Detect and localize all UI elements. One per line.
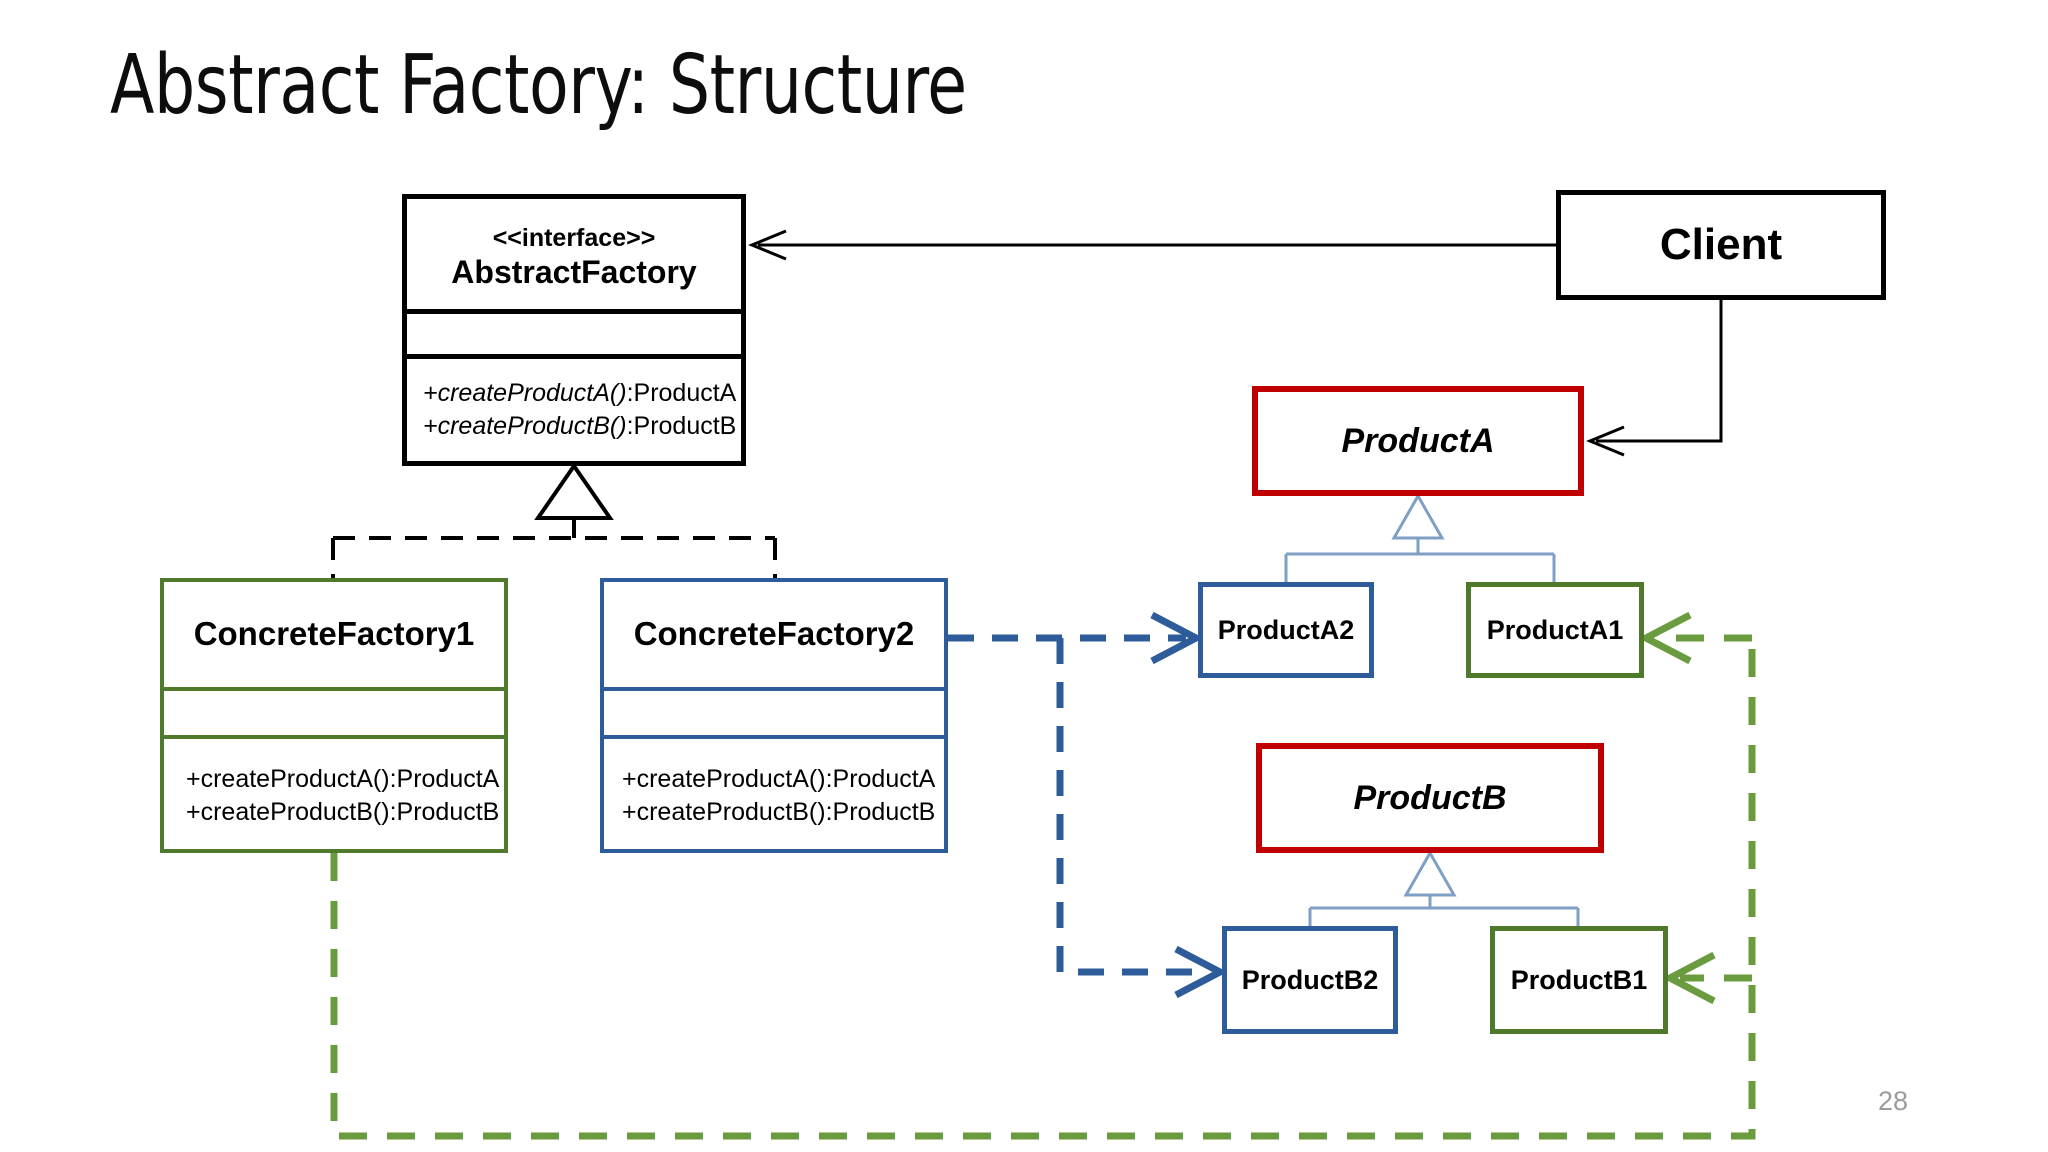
class-box-client[interactable]: Client xyxy=(1556,190,1886,300)
class-box-productb[interactable]: ProductB xyxy=(1256,743,1604,853)
operation-signature: +createProductA() xyxy=(622,765,826,793)
class-box-concretefactory2[interactable]: ConcreteFactory2 +createProductA():Produ… xyxy=(600,578,948,853)
connector-client-to-abstractfactory xyxy=(748,229,1556,261)
operation-signature: +createProductA() xyxy=(186,765,390,793)
operation-return-type: :ProductB xyxy=(389,798,500,826)
page-title: Abstract Factory: Structure xyxy=(110,38,967,133)
operation-signature: +createProductB() xyxy=(423,412,627,440)
operation-signature: +createProductB() xyxy=(186,798,390,826)
class-name-label: ProductB1 xyxy=(1510,964,1648,995)
operation-row: +createProductA():ProductA xyxy=(186,763,499,796)
class-box-productb1[interactable]: ProductB1 xyxy=(1490,926,1668,1034)
connector-cf2-to-producta2 xyxy=(948,611,1204,665)
attributes-compartment-abstractfactory xyxy=(407,309,741,359)
class-box-concretefactory1[interactable]: ConcreteFactory1 +createProductA():Produ… xyxy=(160,578,508,853)
operation-row: +createProductB():ProductB xyxy=(186,796,499,829)
class-box-producta2[interactable]: ProductA2 xyxy=(1198,582,1374,678)
class-name-label: ProductB2 xyxy=(1241,964,1379,995)
operation-row: +createProductB():ProductB xyxy=(423,410,736,443)
operation-row: +createProductA():ProductA xyxy=(622,763,935,796)
operation-signature: +createProductB() xyxy=(622,798,826,826)
connector-client-to-producta xyxy=(1586,300,1723,457)
attributes-compartment-concretefactory2 xyxy=(604,687,944,739)
operations-compartment-abstractfactory: +createProductA():ProductA +createProduc… xyxy=(407,359,741,461)
connector-realization-abstractfactory xyxy=(331,462,777,578)
operation-signature: +createProductA() xyxy=(423,379,627,407)
class-box-producta[interactable]: ProductA xyxy=(1252,386,1584,496)
operations-compartment-concretefactory2: +createProductA():ProductA +createProduc… xyxy=(604,739,944,849)
operations-compartment-concretefactory1: +createProductA():ProductA +createProduc… xyxy=(164,739,504,849)
operation-return-type: :ProductB xyxy=(626,412,737,440)
attributes-compartment-concretefactory1 xyxy=(164,687,504,739)
operation-row: +createProductB():ProductB xyxy=(622,796,935,829)
operation-return-type: :ProductA xyxy=(389,765,500,793)
class-box-abstractfactory[interactable]: <<interface>> AbstractFactory +createPro… xyxy=(402,194,746,466)
class-name-label: ProductA1 xyxy=(1486,614,1624,645)
operation-return-type: :ProductA xyxy=(825,765,936,793)
class-header-concretefactory1: ConcreteFactory1 xyxy=(164,582,504,687)
class-name-label: ProductB xyxy=(1353,778,1507,817)
connector-generalization-producta xyxy=(1284,492,1556,582)
class-name-label: Client xyxy=(1659,220,1783,270)
class-box-productb2[interactable]: ProductB2 xyxy=(1222,926,1398,1034)
operation-row: +createProductA():ProductA xyxy=(423,377,736,410)
stereotype-label: <<interface>> xyxy=(492,223,656,252)
operation-return-type: :ProductA xyxy=(626,379,737,407)
page-number: 28 xyxy=(1878,1086,1909,1116)
class-name-label: ProductA xyxy=(1341,421,1495,460)
class-header-abstractfactory: <<interface>> AbstractFactory xyxy=(407,199,741,309)
class-name-label: AbstractFactory xyxy=(451,254,697,291)
connector-generalization-productb xyxy=(1308,849,1580,926)
connector-cf2-to-productb2 xyxy=(1056,638,1228,999)
class-name-label: ConcreteFactory2 xyxy=(633,615,915,653)
connector-cf1-to-products xyxy=(330,611,1756,1140)
class-name-label: ConcreteFactory1 xyxy=(193,615,475,653)
class-name-label: ProductA2 xyxy=(1217,614,1355,645)
operation-return-type: :ProductB xyxy=(825,798,936,826)
class-header-concretefactory2: ConcreteFactory2 xyxy=(604,582,944,687)
class-box-producta1[interactable]: ProductA1 xyxy=(1466,582,1644,678)
